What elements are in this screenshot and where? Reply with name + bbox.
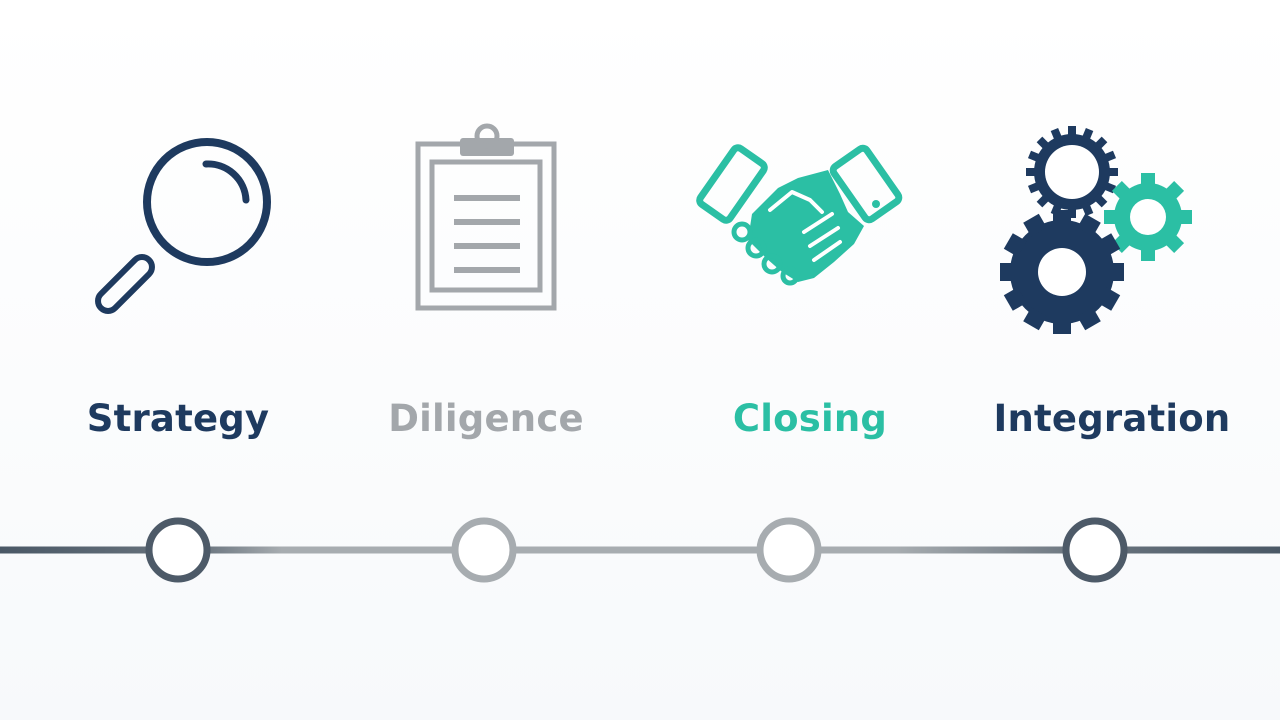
timeline-node-integration bbox=[1062, 517, 1128, 583]
stage-label-diligence: Diligence bbox=[388, 397, 584, 440]
timeline-node-strategy bbox=[145, 517, 211, 583]
stage-label-strategy: Strategy bbox=[86, 397, 270, 440]
stage-label-closing: Closing bbox=[732, 397, 888, 440]
clipboard-icon bbox=[414, 123, 560, 316]
gear-top bbox=[1026, 126, 1118, 218]
stage-label-integration: Integration bbox=[993, 397, 1231, 440]
timeline-node-closing bbox=[756, 517, 822, 583]
gears-icon bbox=[998, 124, 1194, 336]
gear-large bbox=[1000, 210, 1124, 334]
timeline-node-diligence bbox=[451, 517, 517, 583]
gear-small bbox=[1104, 173, 1192, 261]
magnifier-icon bbox=[88, 132, 278, 322]
handshake-icon bbox=[686, 140, 908, 290]
